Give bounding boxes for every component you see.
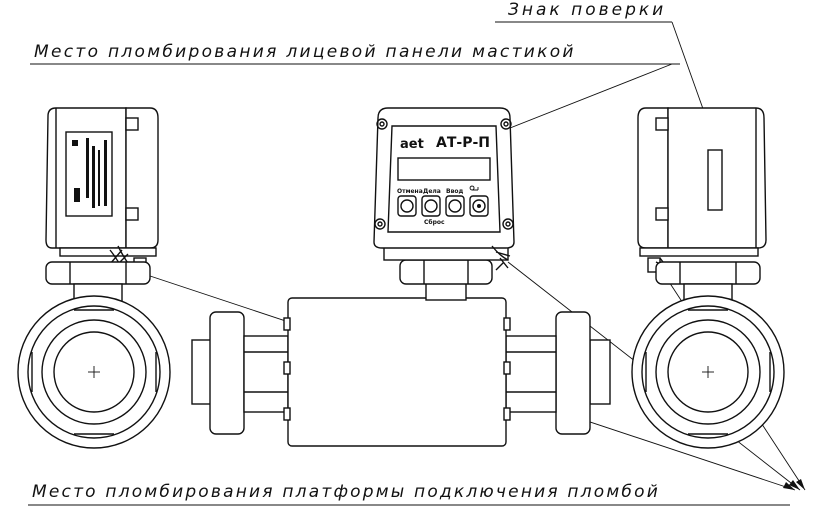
- reset-label: Сброс: [424, 219, 445, 226]
- button-label-enter: Ввод: [446, 188, 463, 195]
- button-label-down: Дела: [423, 188, 441, 195]
- key-icon: [469, 185, 479, 191]
- button-label-cancel: Отмена: [397, 188, 423, 195]
- verification-mark-label: Знак поверки: [508, 0, 667, 20]
- front-view: [191, 107, 611, 447]
- left-side-view: [17, 107, 171, 449]
- leader-arrowheads: [783, 479, 805, 490]
- device-model: АТ-Р-П: [436, 135, 490, 151]
- enter-button: [445, 195, 465, 217]
- down-button: [421, 195, 441, 217]
- lcd-display: [397, 157, 491, 181]
- platform-seal-label: Место пломбирования платформы подключени…: [32, 482, 660, 502]
- face-seal-leader: [509, 63, 673, 129]
- device-brand: aet: [400, 137, 424, 152]
- cancel-button: [397, 195, 417, 217]
- right-side-view: [631, 107, 785, 449]
- face-panel-seal-label: Место пломбирования лицевой панели масти…: [34, 42, 576, 62]
